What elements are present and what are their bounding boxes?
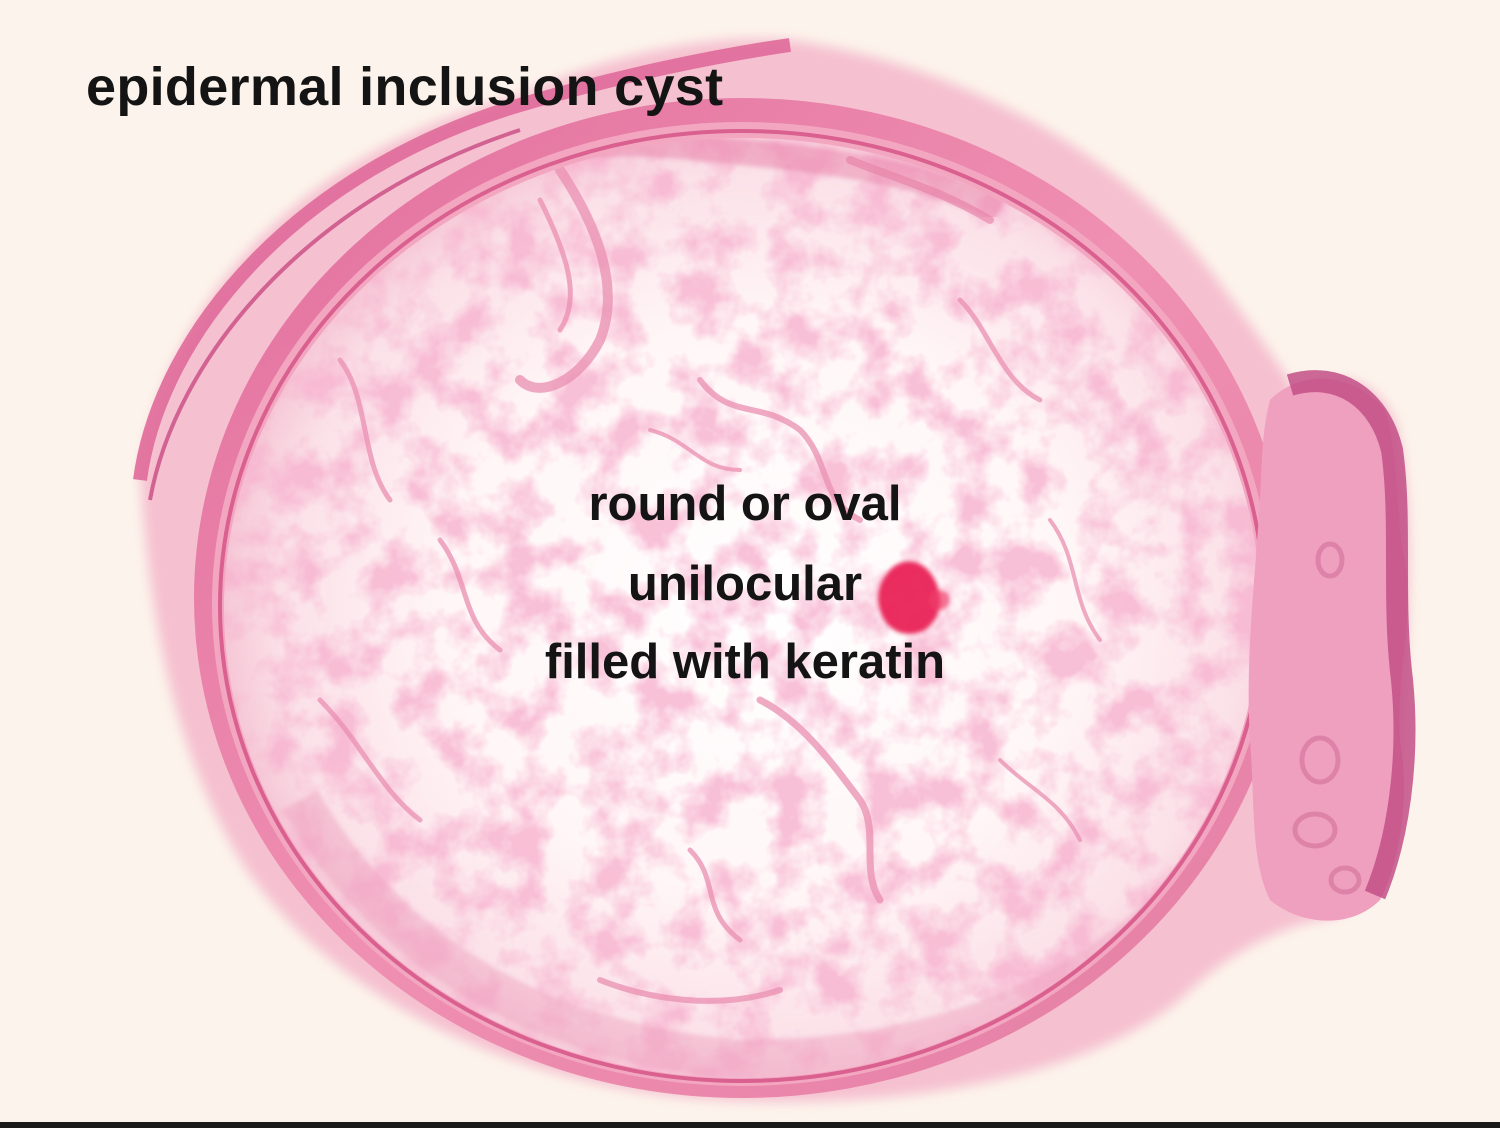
slide-title: epidermal inclusion cyst <box>86 57 724 117</box>
caption-contents: filled with keratin <box>544 635 946 689</box>
caption-loculation: unilocular <box>627 557 863 611</box>
caption-shape: round or oval <box>588 477 902 531</box>
